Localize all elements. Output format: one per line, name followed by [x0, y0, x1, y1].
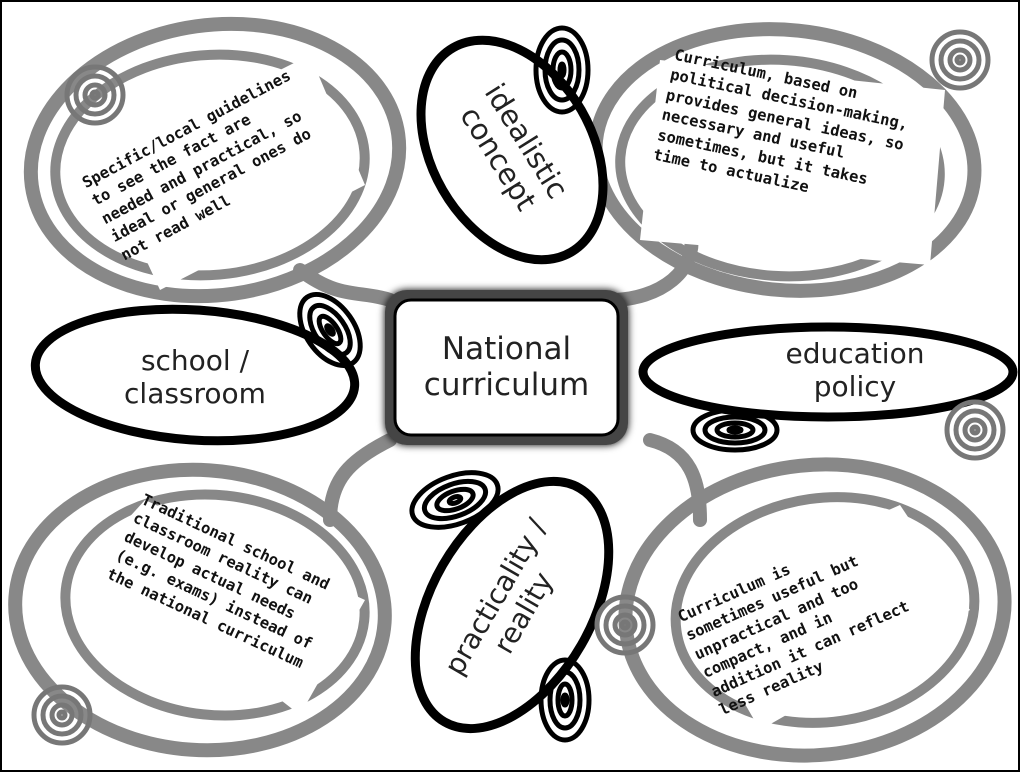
node-ovals — [30, 35, 1018, 734]
center-title: National curriculum — [423, 330, 590, 403]
center-box — [393, 298, 620, 437]
spiral-decorations — [31, 25, 1006, 746]
note-cards — [95, 55, 970, 730]
node-education-policy: education policy — [785, 337, 925, 403]
node-school-classroom: school / classroom — [124, 344, 266, 410]
